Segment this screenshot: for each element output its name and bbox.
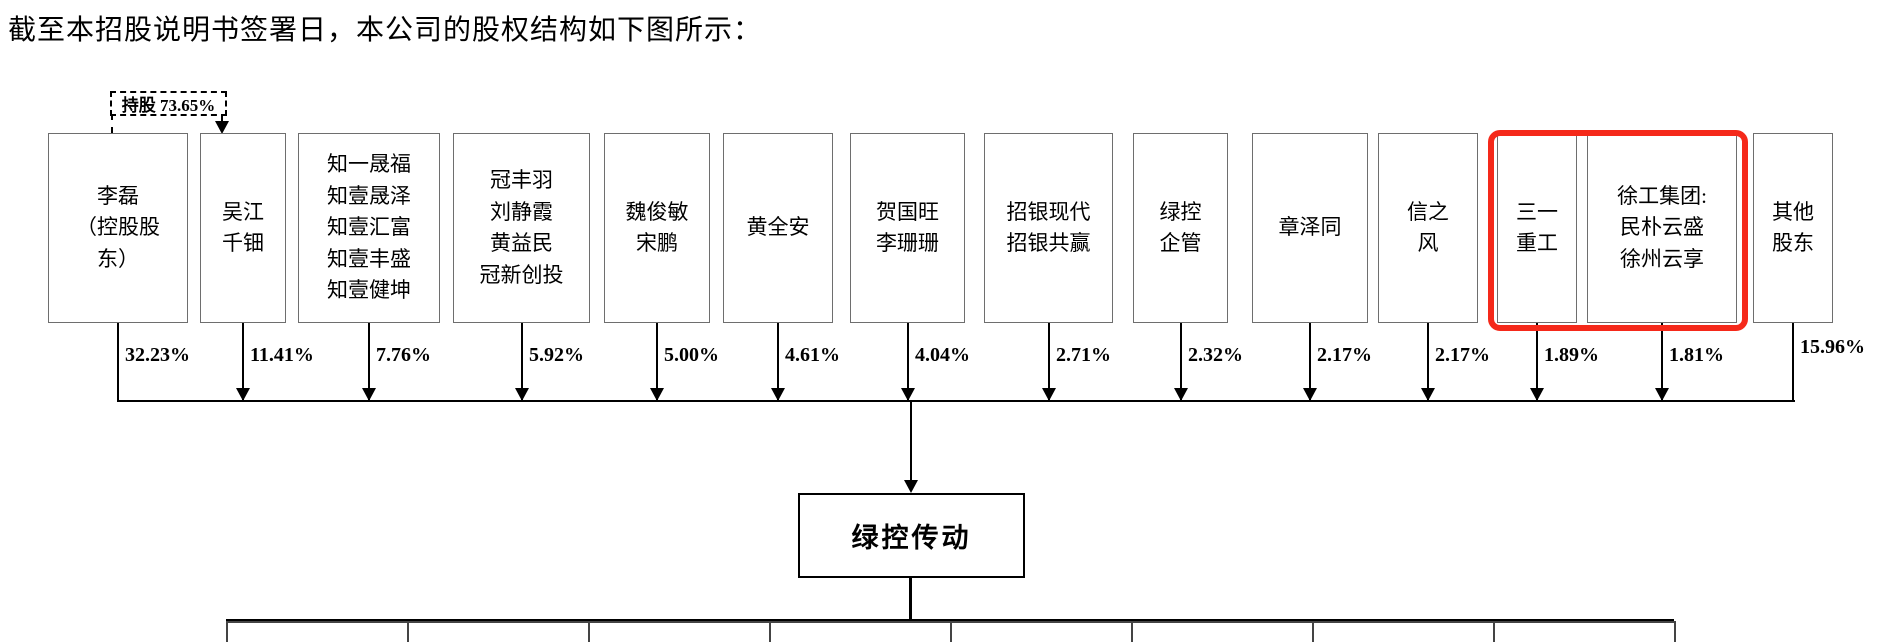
shareholder-name: 魏俊敏 宋鹏: [625, 199, 689, 256]
shareholder-name: 黄全安: [746, 215, 810, 240]
ownership-arrowhead-icon: [1174, 388, 1188, 401]
shareholder-name: 知一晟福 知壹晟泽 知壹汇富 知壹丰盛 知壹健坤: [327, 152, 411, 303]
shareholder-name: 章泽同: [1278, 215, 1342, 240]
ownership-arrowhead-icon: [1655, 388, 1669, 401]
company-connector-line: [910, 400, 912, 482]
subsidiary-box: [1131, 621, 1314, 642]
ownership-percentage: 11.41%: [250, 344, 314, 366]
shareholder-box: 绿控 企管: [1133, 133, 1228, 323]
shareholder-box: 徐工集团: 民朴云盛 徐州云享: [1587, 133, 1737, 323]
ownership-arrowhead-icon: [1421, 388, 1435, 401]
shareholder-name: 绿控 企管: [1159, 199, 1202, 256]
ownership-line: [1180, 323, 1182, 402]
ownership-line: [1792, 323, 1794, 402]
ownership-percentage: 5.00%: [664, 344, 719, 366]
ownership-arrowhead-icon: [771, 388, 785, 401]
subsidiary-box: [1312, 621, 1495, 642]
company-arrowhead-icon: [904, 480, 918, 493]
ownership-percentage: 2.17%: [1317, 344, 1372, 366]
ownership-percentage: 15.96%: [1800, 336, 1865, 358]
subsidiary-bus-line: [226, 619, 1674, 621]
shareholder-name: 贺国旺 李珊珊: [876, 199, 939, 256]
company-name: 绿控传动: [851, 523, 972, 553]
ownership-percentage: 4.04%: [915, 344, 970, 366]
ownership-line: [656, 323, 658, 402]
holding-note-label: 持股 73.65%: [121, 96, 216, 115]
subsidiary-connector-line: [909, 578, 912, 622]
shareholder-box: 三一 重工: [1497, 133, 1577, 323]
ownership-bus-line: [117, 400, 1795, 402]
shareholder-box: 其他 股东: [1753, 133, 1833, 323]
ownership-percentage: 1.89%: [1544, 344, 1599, 366]
ownership-arrowhead-icon: [362, 388, 376, 401]
ownership-percentage: 2.32%: [1188, 344, 1243, 366]
subsidiary-box: [407, 621, 590, 642]
shareholder-box: 信之 风: [1378, 133, 1478, 323]
ownership-arrowhead-icon: [515, 388, 529, 401]
holding-note-box: 持股 73.65%: [110, 91, 227, 116]
shareholder-name: 李磊 （控股股 东）: [76, 183, 160, 271]
subsidiary-box: [1493, 621, 1676, 642]
shareholder-name: 招银现代 招银共赢: [1006, 199, 1091, 256]
ownership-arrowhead-icon: [1303, 388, 1317, 401]
shareholder-box: 李磊 （控股股 东）: [48, 133, 188, 323]
shareholder-name: 信之 风: [1407, 199, 1449, 256]
shareholder-name: 冠丰羽 刘静霞 黄益民 冠新创投: [479, 168, 564, 287]
ownership-percentage: 2.17%: [1435, 344, 1490, 366]
holding-note-arrowhead-icon: [215, 121, 229, 134]
subsidiary-box: [226, 621, 409, 642]
ownership-line: [1427, 323, 1429, 402]
ownership-line: [1536, 323, 1538, 402]
ownership-arrowhead-icon: [1530, 388, 1544, 401]
shareholder-box: 知一晟福 知壹晟泽 知壹汇富 知壹丰盛 知壹健坤: [298, 133, 440, 323]
ownership-percentage: 2.71%: [1056, 344, 1111, 366]
shareholder-name: 吴江 千钿: [222, 199, 264, 256]
company-box: 绿控传动: [798, 493, 1025, 578]
shareholder-box: 招银现代 招银共赢: [984, 133, 1113, 323]
page-title: 截至本招股说明书签署日，本公司的股权结构如下图所示：: [8, 15, 763, 46]
subsidiary-box: [588, 621, 771, 642]
ownership-percentage: 4.61%: [785, 344, 840, 366]
ownership-line: [1661, 323, 1663, 402]
ownership-arrowhead-icon: [901, 388, 915, 401]
shareholder-box: 冠丰羽 刘静霞 黄益民 冠新创投: [453, 133, 590, 323]
ownership-line: [1048, 323, 1050, 402]
holding-note-connector-right: [221, 114, 223, 124]
shareholder-name: 其他 股东: [1772, 199, 1814, 256]
ownership-line: [521, 323, 523, 402]
ownership-line: [117, 323, 119, 402]
ownership-percentage: 7.76%: [376, 344, 431, 366]
ownership-percentage: 1.81%: [1669, 344, 1724, 366]
shareholder-box: 魏俊敏 宋鹏: [604, 133, 710, 323]
ownership-line: [242, 323, 244, 402]
shareholder-box: 贺国旺 李珊珊: [850, 133, 965, 323]
ownership-arrowhead-icon: [1042, 388, 1056, 401]
shareholder-box: 吴江 千钿: [200, 133, 286, 323]
ownership-line: [777, 323, 779, 402]
subsidiary-box: [950, 621, 1133, 642]
ownership-percentage: 5.92%: [529, 344, 584, 366]
ownership-line: [1309, 323, 1311, 402]
shareholder-box: 黄全安: [723, 133, 833, 323]
shareholder-name: 徐工集团: 民朴云盛 徐州云享: [1617, 183, 1707, 271]
subsidiary-box: [769, 621, 952, 642]
ownership-arrowhead-icon: [650, 388, 664, 401]
ownership-line: [907, 323, 909, 402]
ownership-percentage: 32.23%: [125, 344, 190, 366]
ownership-arrowhead-icon: [236, 388, 250, 401]
shareholder-box: 章泽同: [1252, 133, 1368, 323]
holding-note-connector-left: [111, 114, 113, 133]
ownership-line: [368, 323, 370, 402]
shareholder-name: 三一 重工: [1516, 199, 1558, 256]
